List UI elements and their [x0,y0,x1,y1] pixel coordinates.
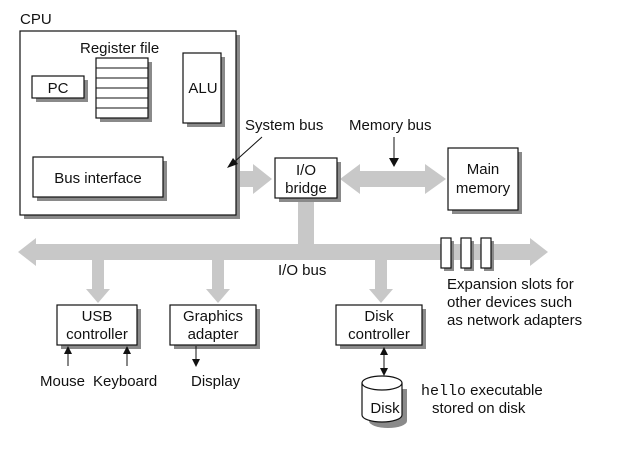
keyboard-label: Keyboard [93,373,157,390]
bus-interface [32,156,164,198]
display-label: Display [191,373,241,390]
alu [182,52,222,124]
graphics-adapter-label-line2: adapter [188,326,239,343]
expansion-label-line2: other devices such [447,294,572,311]
pc-label: PC [48,80,69,97]
hello-executable-label: hello executable [421,382,543,400]
usb-controller [56,304,138,346]
mouse-label: Mouse [40,373,85,390]
main-memory-label-line2: memory [456,180,511,197]
bus-to-usb-arrow [86,260,110,303]
main-memory-label-line1: Main [467,161,500,178]
bus-to-graphics-arrow [206,260,230,303]
usb-controller-label-line1: USB [82,308,113,325]
pc-register [31,75,85,99]
disk-controller-label-line2: controller [348,326,410,343]
memory-bus-label: Memory bus [349,117,432,134]
memory-bus [340,164,446,194]
expansion-label-line3: as network adapters [447,312,582,329]
register-file [95,57,149,119]
io-bus-label: I/O bus [278,262,326,279]
disk-icon [361,375,407,428]
graphics-adapter [169,304,257,346]
bus-to-disk-controller-arrow [369,260,393,303]
io-bridge-label-line2: bridge [285,180,327,197]
disk-controller-label-line1: Disk [364,308,394,325]
usb-controller-label-line2: controller [66,326,128,343]
expansion-slots [440,237,494,271]
register-file-label: Register file [80,40,159,57]
io-bridge-connector [298,199,314,245]
bus-interface-label: Bus interface [54,170,142,187]
io-bridge [274,157,338,199]
disk-controller [335,304,423,346]
io-bridge-label-line1: I/O [296,162,316,179]
cpu-label: CPU [20,11,52,28]
system-bus-label: System bus [245,117,323,134]
alu-label: ALU [188,80,217,97]
expansion-label-line1: Expansion slots for [447,276,574,293]
main-memory [447,147,519,211]
disk-label: Disk [370,400,400,417]
graphics-adapter-label-line1: Graphics [183,308,243,325]
stored-on-disk-label: stored on disk [432,400,526,417]
io-bus [18,238,548,266]
